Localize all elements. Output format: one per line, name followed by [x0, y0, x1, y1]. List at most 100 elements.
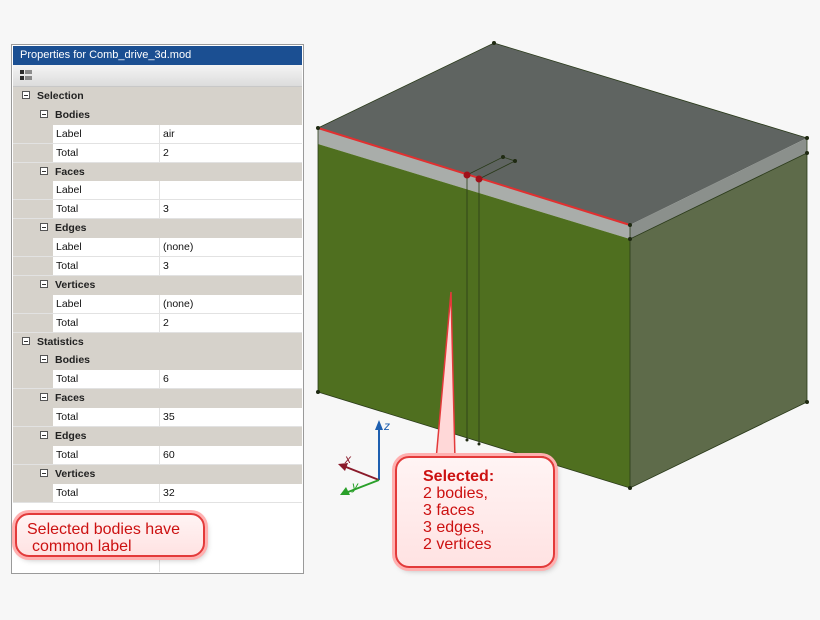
category-vertices[interactable]: Vertices: [13, 275, 302, 295]
key-cell: [53, 143, 160, 162]
property-key: Label: [56, 184, 82, 197]
row-gutter: [13, 181, 53, 200]
collapse-toggle-icon[interactable]: [40, 223, 48, 232]
property-key: Label: [56, 297, 82, 310]
category-selection[interactable]: Selection: [13, 87, 302, 106]
side-face[interactable]: [630, 153, 807, 488]
property-value[interactable]: 3: [163, 260, 169, 273]
collapse-toggle-icon[interactable]: [40, 393, 48, 402]
category-vertices[interactable]: Vertices: [13, 464, 302, 484]
property-value[interactable]: 32: [163, 486, 175, 499]
property-row-total[interactable]: Total 60: [13, 445, 302, 465]
collapse-toggle-icon[interactable]: [40, 166, 48, 175]
front-face[interactable]: [318, 144, 630, 488]
category-faces[interactable]: Faces: [13, 162, 302, 182]
property-key: Label: [56, 241, 82, 254]
category-bodies[interactable]: Bodies: [13, 351, 302, 371]
row-gutter: [13, 143, 53, 162]
row-gutter: [13, 124, 53, 143]
property-row-label[interactable]: Label (none): [13, 294, 302, 314]
property-row-total[interactable]: Total 32: [13, 483, 302, 503]
callout-left-line1: Selected bodies have: [27, 521, 180, 538]
row-gutter: [13, 200, 53, 219]
category-label: Edges: [55, 430, 87, 443]
property-row-total[interactable]: Total 3: [13, 257, 302, 276]
selected-edge[interactable]: [317, 127, 631, 226]
key-cell: [53, 257, 160, 275]
panel-title: Properties for Comb_drive_3d.mod: [13, 46, 302, 65]
collapse-toggle-icon[interactable]: [40, 109, 48, 118]
property-key: Total: [56, 373, 79, 386]
property-row-total[interactable]: Total 3: [13, 200, 302, 220]
property-value[interactable]: 2: [163, 316, 169, 329]
row-gutter: [13, 313, 53, 332]
body-edges: [317, 42, 808, 489]
axis-triad: z x y: [338, 419, 390, 495]
callout-left-line2: common label: [32, 538, 132, 555]
property-value[interactable]: 60: [163, 448, 175, 461]
row-gutter: [13, 445, 53, 464]
key-cell: [53, 200, 160, 219]
property-value[interactable]: (none): [163, 241, 194, 254]
category-label: Bodies: [55, 108, 91, 121]
property-row-total[interactable]: Total 35: [13, 408, 302, 428]
property-key: Total: [56, 146, 79, 159]
category-statistics[interactable]: Statistics: [13, 332, 302, 352]
axis-label-y: y: [351, 479, 359, 493]
category-label: Selection: [37, 90, 84, 102]
collapse-toggle-icon[interactable]: [22, 91, 30, 99]
collapse-toggle-icon[interactable]: [40, 279, 48, 288]
collapse-toggle-icon[interactable]: [40, 468, 48, 477]
category-label: Bodies: [55, 354, 91, 367]
property-value[interactable]: 2: [163, 146, 169, 159]
callout-right-heading: Selected:: [423, 468, 495, 485]
callout-right-line: 3 edges,: [423, 519, 485, 536]
key-cell: [53, 445, 160, 464]
property-value[interactable]: 3: [163, 203, 169, 216]
property-key: Total: [56, 486, 79, 499]
key-cell: [53, 238, 160, 257]
key-cell: [53, 181, 160, 200]
key-cell: [53, 313, 160, 332]
property-key: Total: [56, 448, 79, 461]
callout-right-line: 2 bodies,: [423, 485, 488, 502]
row-gutter: [13, 408, 53, 427]
top-face[interactable]: [318, 43, 807, 225]
property-key: Total: [56, 411, 79, 424]
row-gutter: [13, 257, 53, 275]
property-value[interactable]: air: [163, 127, 175, 140]
category-label: Statistics: [37, 335, 84, 348]
property-value[interactable]: 6: [163, 373, 169, 386]
collapse-toggle-icon[interactable]: [40, 355, 48, 364]
vertex-markers: [316, 41, 809, 490]
categorized-view-icon[interactable]: [20, 70, 32, 81]
property-value[interactable]: 35: [163, 411, 175, 424]
property-row-label[interactable]: Label (none): [13, 238, 302, 258]
property-key: Total: [56, 203, 79, 216]
property-key: Total: [56, 260, 79, 273]
top-side-rim: [630, 138, 807, 239]
collapse-toggle-icon[interactable]: [22, 336, 30, 345]
selected-vertex-2[interactable]: [475, 175, 483, 183]
property-value[interactable]: (none): [163, 297, 194, 310]
key-cell: [53, 370, 160, 389]
category-faces[interactable]: Faces: [13, 389, 302, 409]
axis-label-z: z: [383, 419, 390, 433]
category-bodies[interactable]: Bodies: [13, 105, 302, 125]
selected-vertex-1[interactable]: [463, 171, 471, 179]
callout-common-label: Selected bodies have common label: [15, 513, 205, 557]
category-edges[interactable]: Edges: [13, 219, 302, 239]
property-row-total[interactable]: Total 2: [13, 143, 302, 163]
category-label: Faces: [55, 165, 85, 178]
collapse-toggle-icon[interactable]: [40, 431, 48, 440]
property-row-total[interactable]: Total 6: [13, 370, 302, 390]
category-label: Vertices: [55, 467, 96, 480]
property-row-label[interactable]: Label: [13, 181, 302, 201]
callout-selected-summary: Selected: 2 bodies, 3 faces 3 edges, 2 v…: [395, 456, 555, 568]
selected-strip-face[interactable]: [318, 128, 630, 239]
category-edges[interactable]: Edges: [13, 427, 302, 446]
